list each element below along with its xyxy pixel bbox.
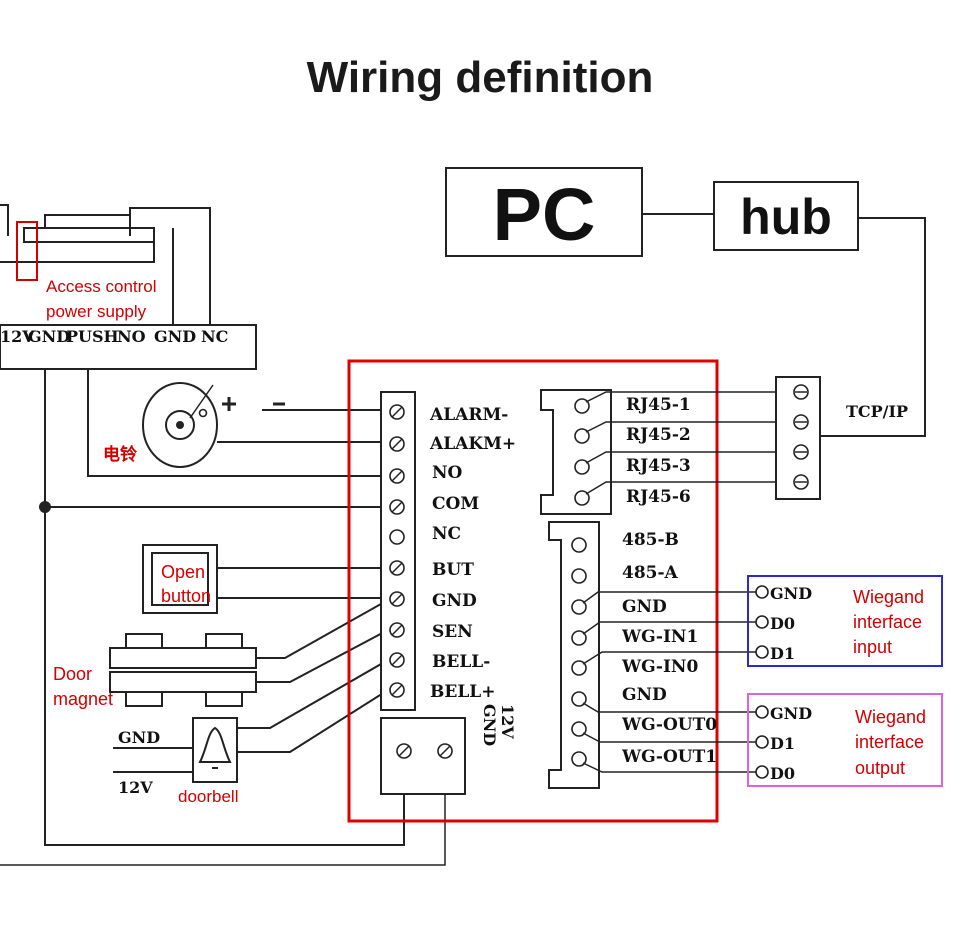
terminal-rj45-6: RJ45-6: [626, 487, 691, 507]
terminal-alarm-plus: ALAKM+: [429, 434, 516, 454]
wiegand-output-pins: [755, 705, 769, 779]
terminal-gnd-wg-out: GND: [622, 685, 667, 705]
network-connector-pins: [793, 384, 809, 490]
left-terminal-labels: ALARM- ALAKM+ NO COM NC BUT GND SEN BELL…: [429, 405, 516, 702]
terminal-com: COM: [432, 494, 479, 514]
open-button-label-line1: Open: [161, 562, 205, 582]
terminal-wg-out0: WG-OUT0: [621, 715, 717, 735]
power-label-gnd: GND: [480, 704, 499, 746]
power-supply-graphic: [0, 204, 257, 370]
wiegand-input-pins: [755, 585, 769, 659]
wiegand-wires: [582, 591, 756, 773]
terminal-gnd-wg-in: GND: [622, 597, 667, 617]
power-supply-label-line2: power supply: [46, 302, 147, 321]
doorbell-gnd-label: GND: [118, 728, 160, 747]
wiegand-output-label-line3: output: [855, 758, 905, 778]
terminal-bell-plus: BELL+: [430, 682, 495, 702]
ps-terminal-gnd: GND: [28, 327, 70, 346]
right-terminal-pins: [571, 537, 587, 767]
rj45-pins: [574, 391, 776, 506]
door-magnet-graphic: [109, 599, 389, 707]
wiegand-output-box: [747, 693, 943, 787]
power-supply-label-line1: Access control: [46, 277, 157, 296]
hub-network-wire: [820, 217, 926, 437]
wiegand-input-pin-gnd: GND: [770, 584, 812, 603]
wiegand-output-label-line1: Wiegand: [855, 707, 926, 727]
wiegand-input-box: [747, 575, 943, 667]
controller-board: [347, 359, 719, 823]
wiegand-output-label-line2: interface: [855, 732, 924, 752]
gnd-bus-wire: [44, 369, 405, 846]
hub-label: hub: [740, 189, 832, 245]
rj45-labels: RJ45-1 RJ45-2 RJ45-3 RJ45-6: [626, 395, 691, 507]
terminal-bell-minus: BELL-: [432, 652, 490, 672]
terminal-gnd: GND: [432, 591, 477, 611]
hub-box: [713, 181, 859, 251]
terminal-no: NO: [432, 463, 463, 483]
wiegand-output-pin-d0: D0: [770, 764, 795, 783]
power-supply-terminal-labels: 12V GND PUSH NO GND NC: [0, 327, 228, 346]
terminal-485-b: 485-B: [622, 530, 679, 550]
ps-terminal-nc: NC: [201, 327, 228, 346]
doorbell-graphic: [113, 659, 389, 783]
door-magnet-label-line1: Door: [53, 664, 92, 684]
ps-terminal-12v: 12V: [0, 327, 35, 346]
wiegand-input-label-line2: interface: [853, 612, 922, 632]
open-button-graphic: [142, 544, 388, 614]
wiegand-output-pin-gnd: GND: [770, 704, 812, 723]
terminal-alarm-minus: ALARM-: [429, 405, 508, 425]
terminal-rj45-2: RJ45-2: [626, 425, 691, 445]
ps-terminal-gnd2: GND: [154, 327, 196, 346]
wiegand-input-pin-d1: D1: [770, 644, 795, 663]
terminal-nc: NC: [432, 524, 461, 544]
ps-terminal-push: PUSH: [66, 327, 119, 346]
bell-label: 电铃: [103, 444, 137, 464]
wiegand-output-pin-d1: D1: [770, 734, 795, 753]
right-terminal-block: [548, 521, 600, 789]
rj45-terminal-block: [540, 389, 612, 515]
terminal-485-a: 485-A: [622, 563, 679, 583]
terminal-rj45-3: RJ45-3: [626, 456, 691, 476]
doorbell-label: doorbell: [178, 787, 239, 806]
wiegand-input-label-line3: input: [853, 637, 892, 657]
door-magnet-label-line2: magnet: [53, 689, 113, 709]
page-title: Wiring definition: [307, 53, 654, 102]
doorbell-12v-label: 12V: [118, 778, 153, 797]
push-no-wire: [87, 369, 388, 477]
pc-label: PC: [493, 173, 596, 256]
power-terminal-pins: [396, 743, 453, 759]
left-terminal-pins: [389, 404, 405, 698]
tcpip-label: TCP/IP: [846, 402, 908, 421]
power-label-12v: 12V: [498, 704, 517, 739]
ps-terminal-no: NO: [117, 327, 146, 346]
right-terminal-labels: 485-B 485-A GND WG-IN1 WG-IN0 GND WG-OUT…: [621, 530, 717, 767]
terminal-wg-out1: WG-OUT1: [621, 747, 717, 767]
open-button-label-line2: button: [161, 586, 211, 606]
terminal-wg-in1: WG-IN1: [621, 627, 698, 647]
power-terminal-block: [380, 717, 466, 795]
wiegand-input-label-line1: Wiegand: [853, 587, 924, 607]
terminal-but: BUT: [432, 560, 474, 580]
pc-box: [445, 167, 643, 257]
terminal-sen: SEN: [432, 622, 473, 642]
wiegand-input-pin-d0: D0: [770, 614, 795, 633]
terminal-rj45-1: RJ45-1: [626, 395, 691, 415]
terminal-wg-in0: WG-IN0: [621, 657, 698, 677]
bell-siren-graphic: [142, 382, 388, 468]
